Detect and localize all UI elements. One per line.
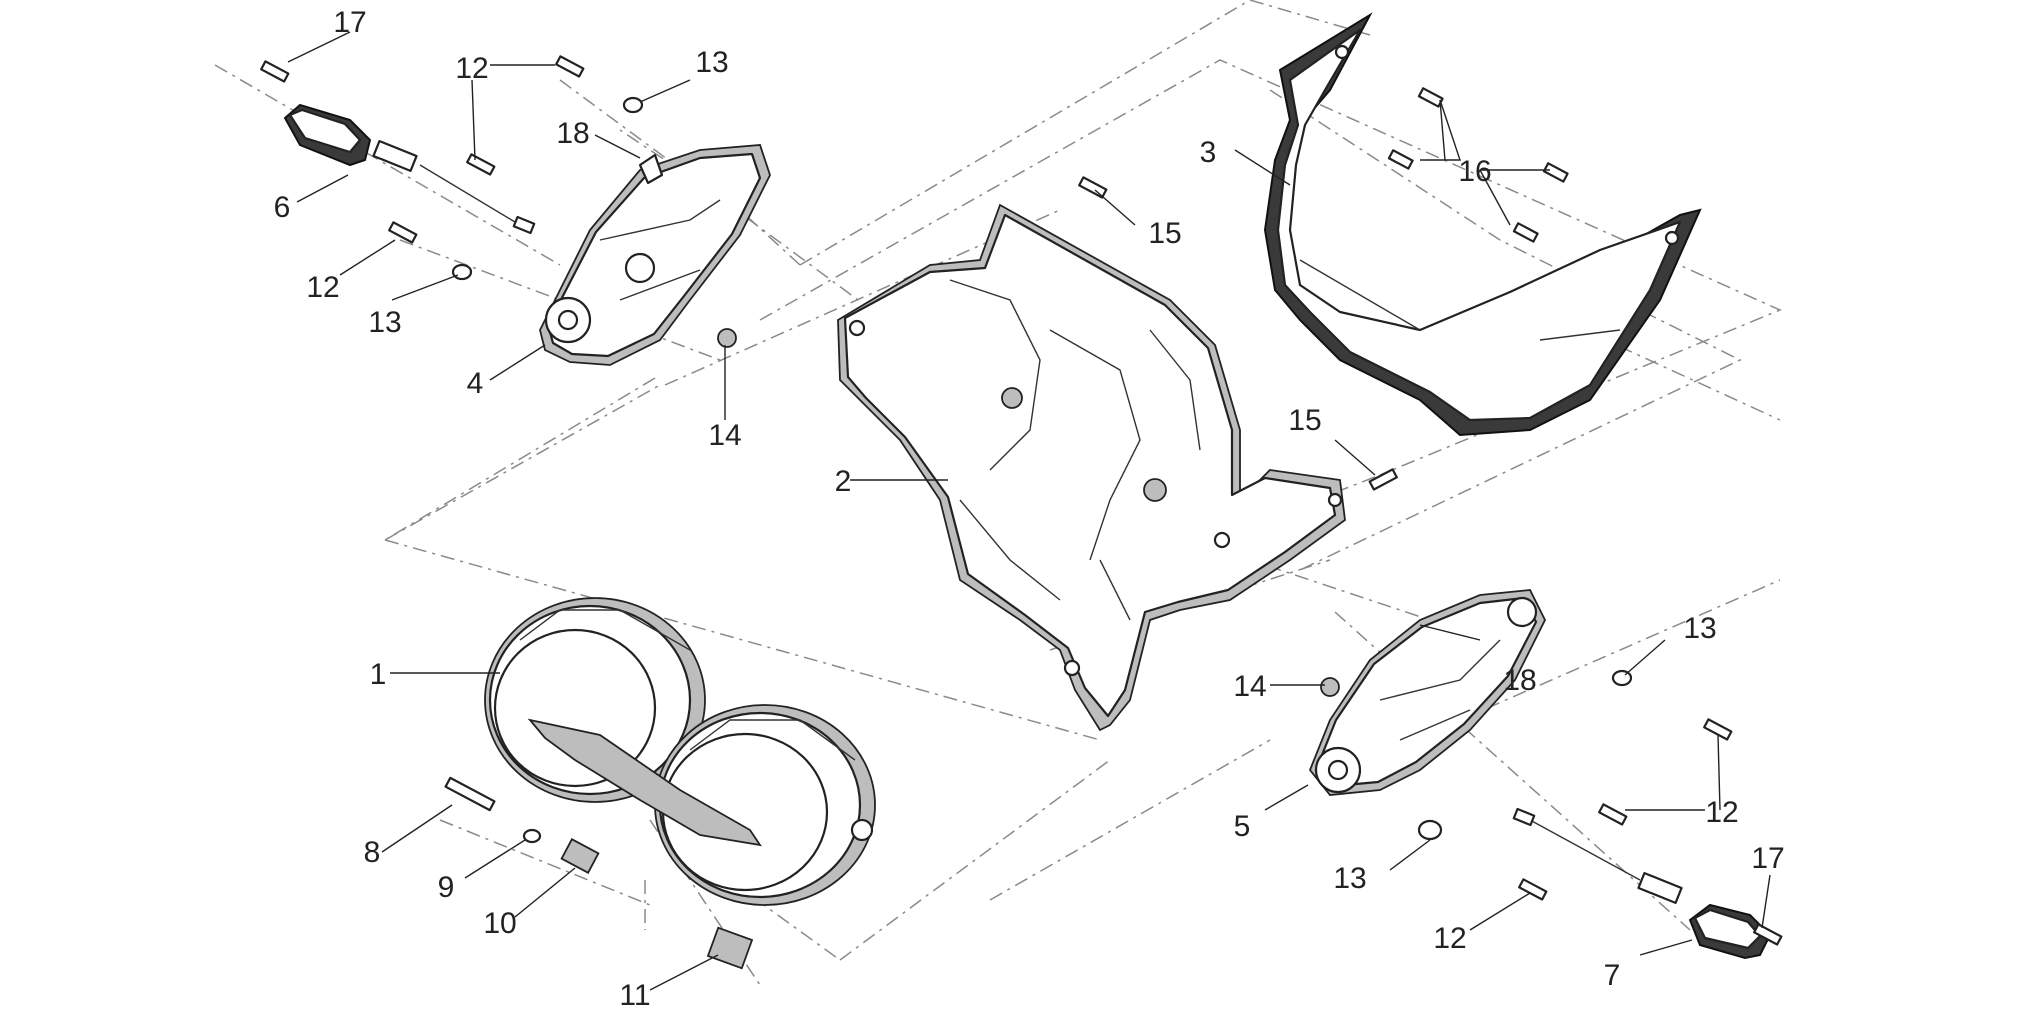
callout-15-right: 15 [1288, 404, 1321, 437]
callout-2: 2 [835, 465, 852, 498]
callout-11: 11 [619, 979, 650, 1012]
callout-15-top: 15 [1148, 217, 1181, 250]
callout-13-right: 13 [1683, 612, 1716, 645]
part-6-left-indicator [283, 103, 536, 235]
callout-10: 10 [483, 907, 516, 940]
callout-18-right: 18 [1503, 664, 1536, 697]
callout-3: 3 [1200, 136, 1217, 169]
callout-13-bottom: 13 [1333, 862, 1366, 895]
part-3-upper-bracket [1263, 12, 1702, 437]
part-7-right-indicator [1512, 807, 1772, 960]
callout-12-top: 12 [455, 52, 488, 85]
callout-labels: 17 12 13 18 6 12 13 4 14 15 3 16 15 2 1 … [274, 6, 1785, 1012]
callout-5: 5 [1234, 810, 1251, 843]
callout-17-bottom-right: 17 [1751, 842, 1784, 875]
callout-13-top: 13 [695, 46, 728, 79]
part-1-headlight [484, 597, 876, 906]
part-5-right-bracket [1308, 589, 1547, 796]
callout-14-left: 14 [708, 419, 741, 452]
callout-16: 16 [1458, 155, 1491, 188]
callout-1: 1 [370, 658, 387, 691]
callout-17-top-left: 17 [333, 6, 366, 39]
callout-8: 8 [364, 836, 381, 869]
callout-18-left: 18 [556, 117, 589, 150]
hardware-screws-washers-nuts [260, 55, 1783, 970]
callout-4: 4 [467, 367, 484, 400]
callout-12-bottom: 12 [1433, 922, 1466, 955]
callout-12-left: 12 [306, 271, 339, 304]
part-2-inner-fairing [837, 203, 1346, 732]
part-4-left-bracket [539, 144, 771, 366]
callout-leaders [287, 31, 1771, 991]
callout-12-right: 12 [1705, 796, 1738, 829]
callout-14-right: 14 [1233, 670, 1266, 703]
callout-7: 7 [1604, 959, 1621, 992]
callout-13-left: 13 [368, 306, 401, 339]
callout-9: 9 [438, 871, 455, 904]
callout-6: 6 [274, 191, 291, 224]
